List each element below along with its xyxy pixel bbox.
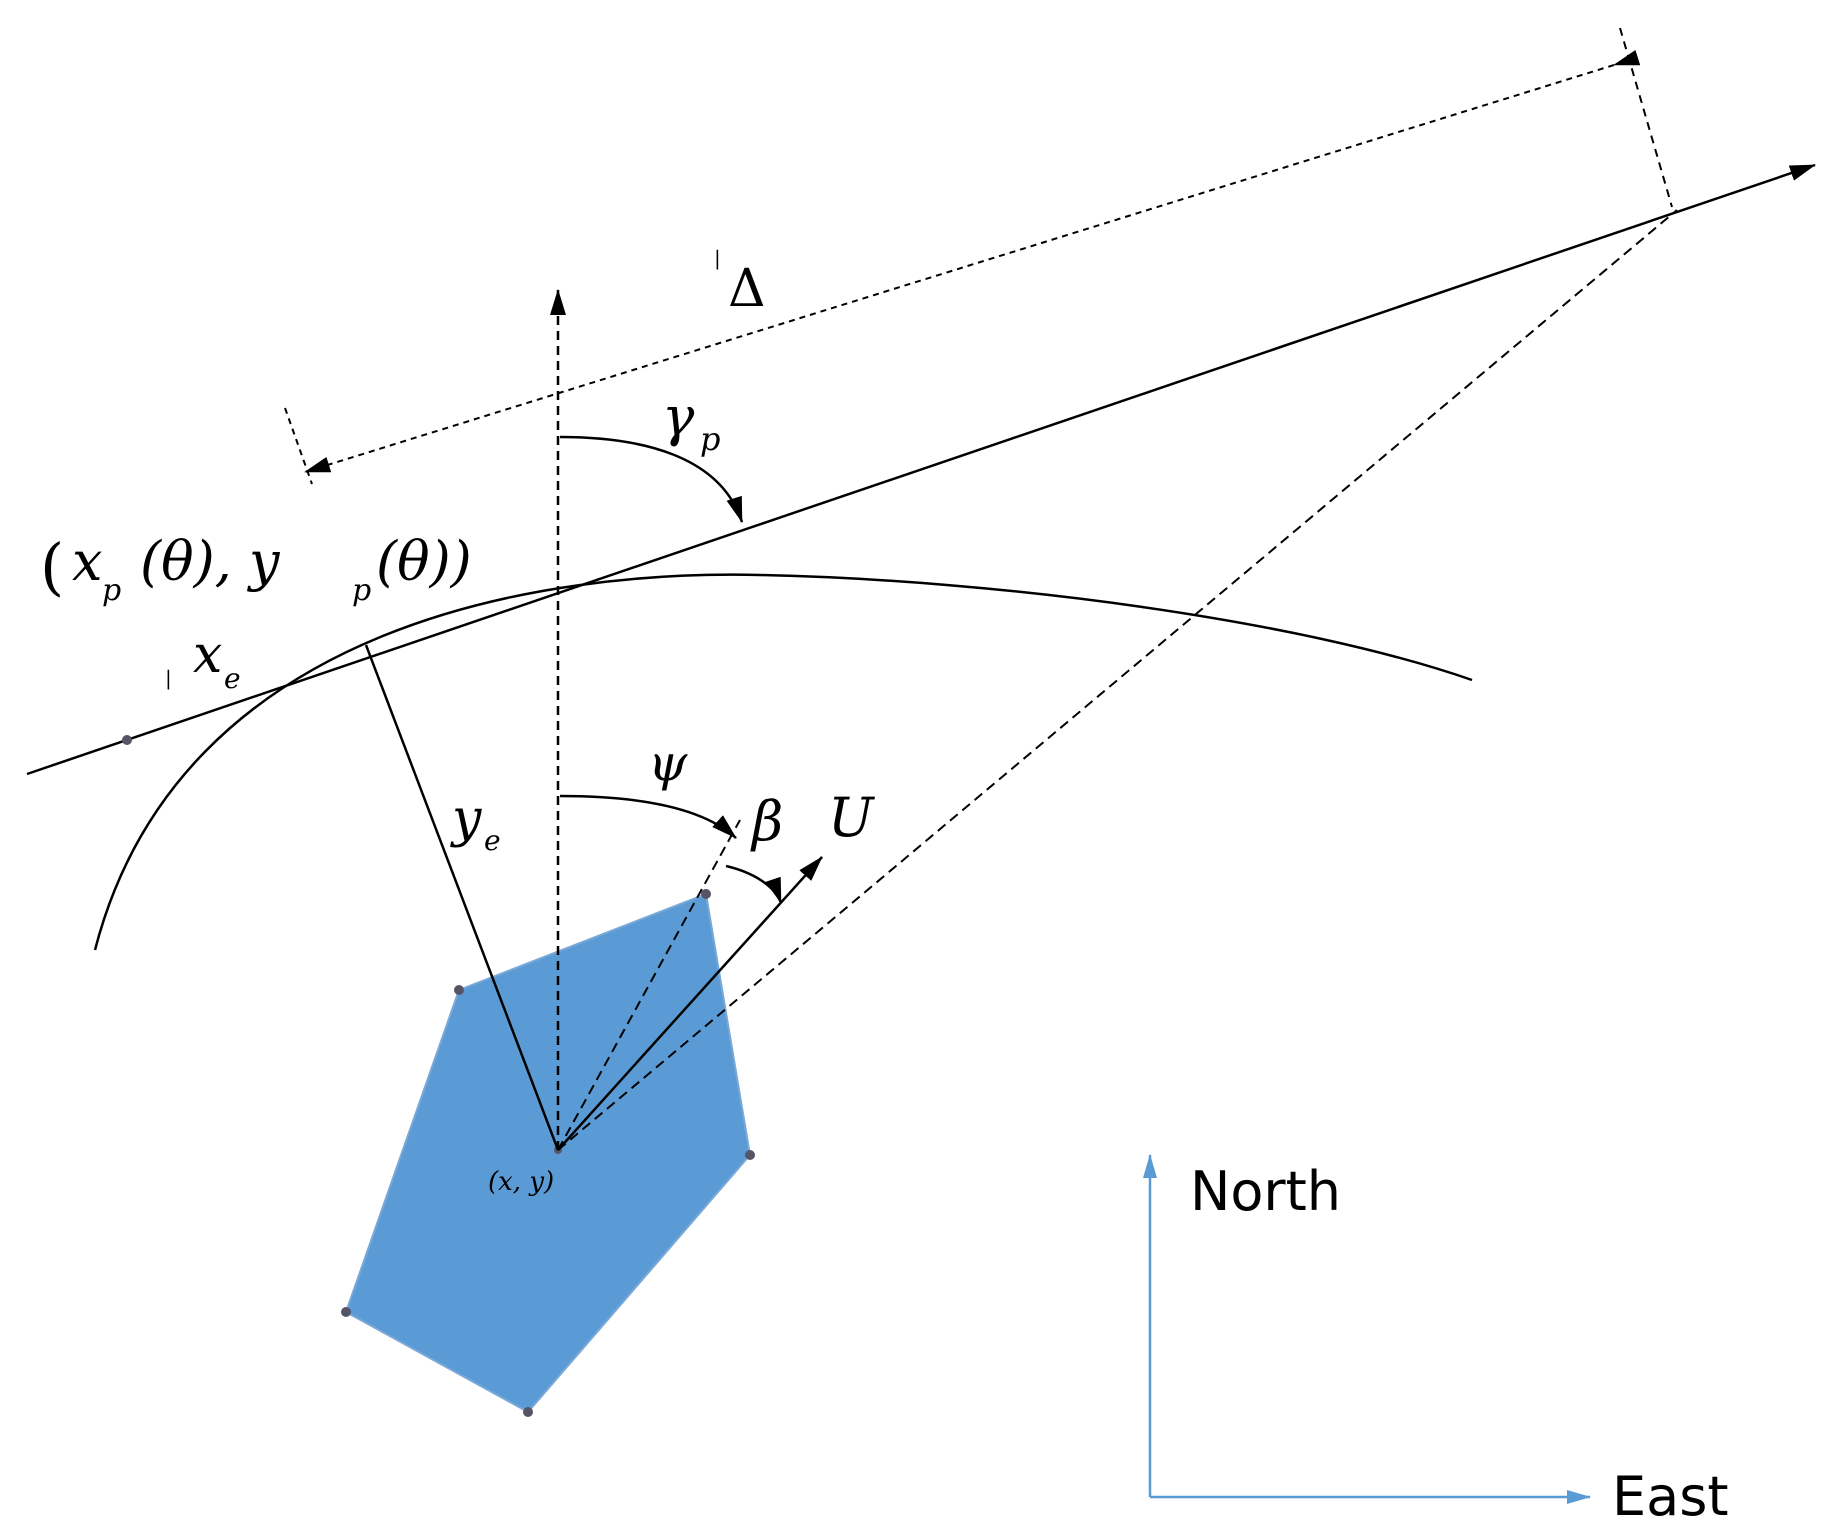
desired-path-curve bbox=[93, 573, 1473, 951]
xe-label: | x e bbox=[165, 625, 241, 695]
vessel-vertices bbox=[341, 889, 755, 1417]
tangent-point-dot bbox=[122, 735, 132, 745]
svg-text:e: e bbox=[484, 824, 501, 857]
beta-arc bbox=[725, 864, 783, 904]
lookahead-end-dotted-line bbox=[1619, 27, 1673, 208]
svg-text:x: x bbox=[193, 625, 222, 685]
psi-label: ψ bbox=[648, 734, 688, 792]
velocity-arrow bbox=[557, 856, 823, 1151]
svg-text:γ: γ bbox=[662, 385, 695, 448]
svg-text:(θ), y: (θ), y bbox=[140, 530, 281, 593]
gamma-p-label: γ p bbox=[662, 385, 720, 458]
compass-east-label: East bbox=[1612, 1465, 1729, 1528]
delta-label: Δ bbox=[728, 259, 766, 319]
svg-text:p: p bbox=[700, 420, 720, 458]
path-point-label: ( (x x p (θ), y p (θ)) bbox=[40, 530, 472, 608]
psi-arc bbox=[559, 794, 737, 839]
svg-text:(: ( bbox=[40, 530, 64, 603]
perpendicular-dotted-line bbox=[284, 407, 313, 485]
svg-text:p: p bbox=[102, 573, 121, 608]
position-label: (x, y) bbox=[488, 1167, 554, 1197]
svg-text:p: p bbox=[352, 573, 371, 608]
vessel-shape bbox=[344, 892, 752, 1414]
svg-text:|: | bbox=[165, 666, 172, 691]
lookahead-tick: | bbox=[714, 246, 721, 271]
compass-north-label: North bbox=[1190, 1160, 1341, 1223]
gamma-p-arc bbox=[559, 435, 744, 523]
cross-track-line bbox=[364, 644, 560, 1151]
lookahead-dimension-line bbox=[304, 49, 1641, 473]
svg-text:y: y bbox=[450, 789, 482, 849]
beta-label: β bbox=[750, 790, 783, 853]
ye-label: y e bbox=[450, 789, 501, 857]
path-tangent-line bbox=[26, 163, 1816, 776]
svg-text:x: x bbox=[72, 530, 102, 593]
svg-text:(θ)): (θ)) bbox=[376, 530, 472, 593]
U-label: U bbox=[828, 786, 875, 849]
svg-text:e: e bbox=[224, 662, 241, 695]
line-of-sight bbox=[557, 209, 1678, 1151]
